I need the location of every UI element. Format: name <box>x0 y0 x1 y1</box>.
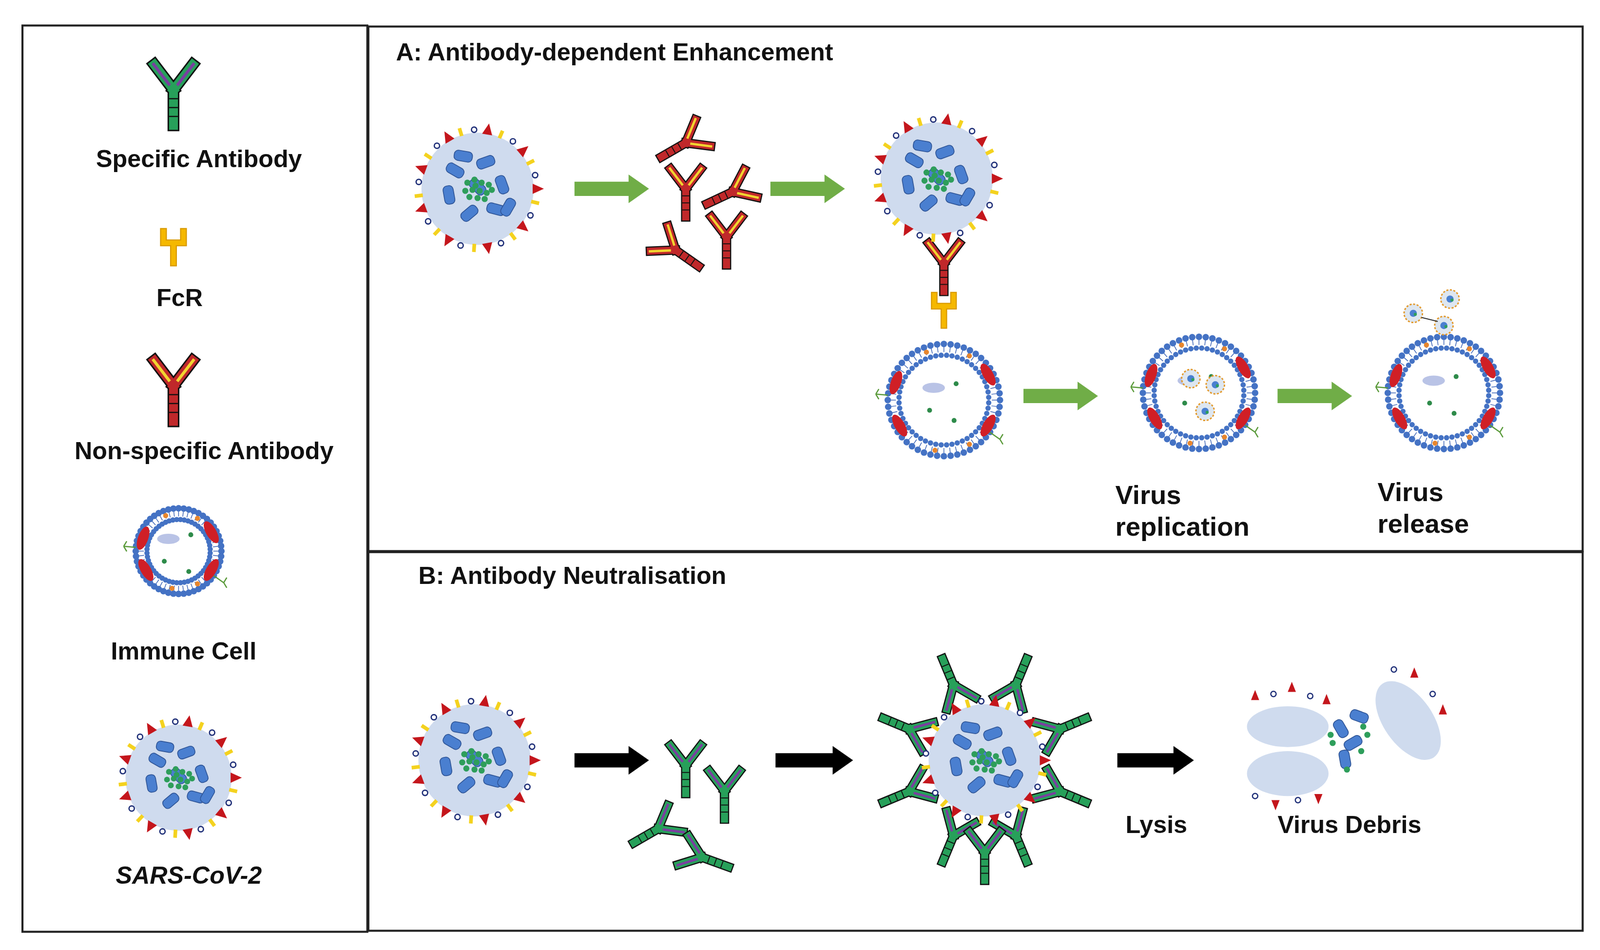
new-virion <box>1440 289 1460 309</box>
process-arrow <box>1023 381 1099 411</box>
antibody <box>648 224 709 280</box>
sars-cov-2-virion <box>413 122 544 255</box>
panel: B: Antibody Neutralisation <box>367 551 1584 932</box>
new-virion <box>1434 316 1454 335</box>
process-arrow <box>574 746 650 775</box>
antibody <box>152 359 194 422</box>
panel: A: Antibody-dependent Enhancement <box>367 25 1584 552</box>
step-label: Virus Debris <box>1277 809 1472 840</box>
sars-cov-2-virion <box>117 714 242 841</box>
antibody <box>625 803 685 857</box>
legend-label: SARS-CoV-2 <box>25 861 352 890</box>
virus-debris <box>1247 666 1455 810</box>
legend-label: Non-specific Antibody <box>40 436 368 466</box>
sars-cov-2-virion <box>920 693 1052 827</box>
legend-label: Immune Cell <box>20 636 347 666</box>
legend-panel <box>22 25 368 932</box>
panel-heading: A: Antibody-dependent Enhancement <box>395 37 833 67</box>
legend-label: FcR <box>16 283 344 313</box>
antibody <box>876 768 935 818</box>
sars-cov-2-virion <box>872 112 1004 246</box>
sars-cov-2-virion <box>410 693 541 827</box>
immune-cell <box>123 504 228 598</box>
process-arrow <box>775 746 853 775</box>
antibody <box>992 652 1042 711</box>
fc-receptor <box>931 292 957 328</box>
new-virion <box>1195 402 1215 421</box>
antibody <box>1034 768 1093 818</box>
new-virion <box>1404 304 1423 323</box>
antibody <box>968 830 1002 881</box>
process-arrow <box>1277 381 1352 411</box>
antibody <box>653 117 713 172</box>
immune-cell <box>875 340 1004 460</box>
step-label: Virus release <box>1377 476 1521 541</box>
antibody <box>927 242 961 292</box>
antibody <box>669 167 702 217</box>
antibody <box>927 652 977 711</box>
fc-receptor <box>160 228 187 266</box>
step-label: Virus replication <box>1115 479 1294 544</box>
antibody <box>676 834 734 883</box>
antibody <box>876 702 935 752</box>
antibody <box>1034 702 1093 752</box>
process-arrow <box>770 174 846 204</box>
process-arrow <box>1117 746 1195 775</box>
antibody <box>669 744 702 794</box>
antibody <box>710 215 743 265</box>
antibody <box>700 168 759 219</box>
legend-label: Specific Antibody <box>35 144 363 174</box>
antibody <box>152 63 194 126</box>
panel-heading: B: Antibody Neutralisation <box>418 561 727 591</box>
new-virion <box>1206 375 1225 395</box>
antibody <box>708 769 741 819</box>
step-label: Lysis <box>1125 809 1217 840</box>
process-arrow <box>574 174 650 204</box>
immune-cell <box>1130 333 1259 453</box>
immune-cell <box>1375 289 1504 453</box>
new-virion <box>1181 369 1201 388</box>
